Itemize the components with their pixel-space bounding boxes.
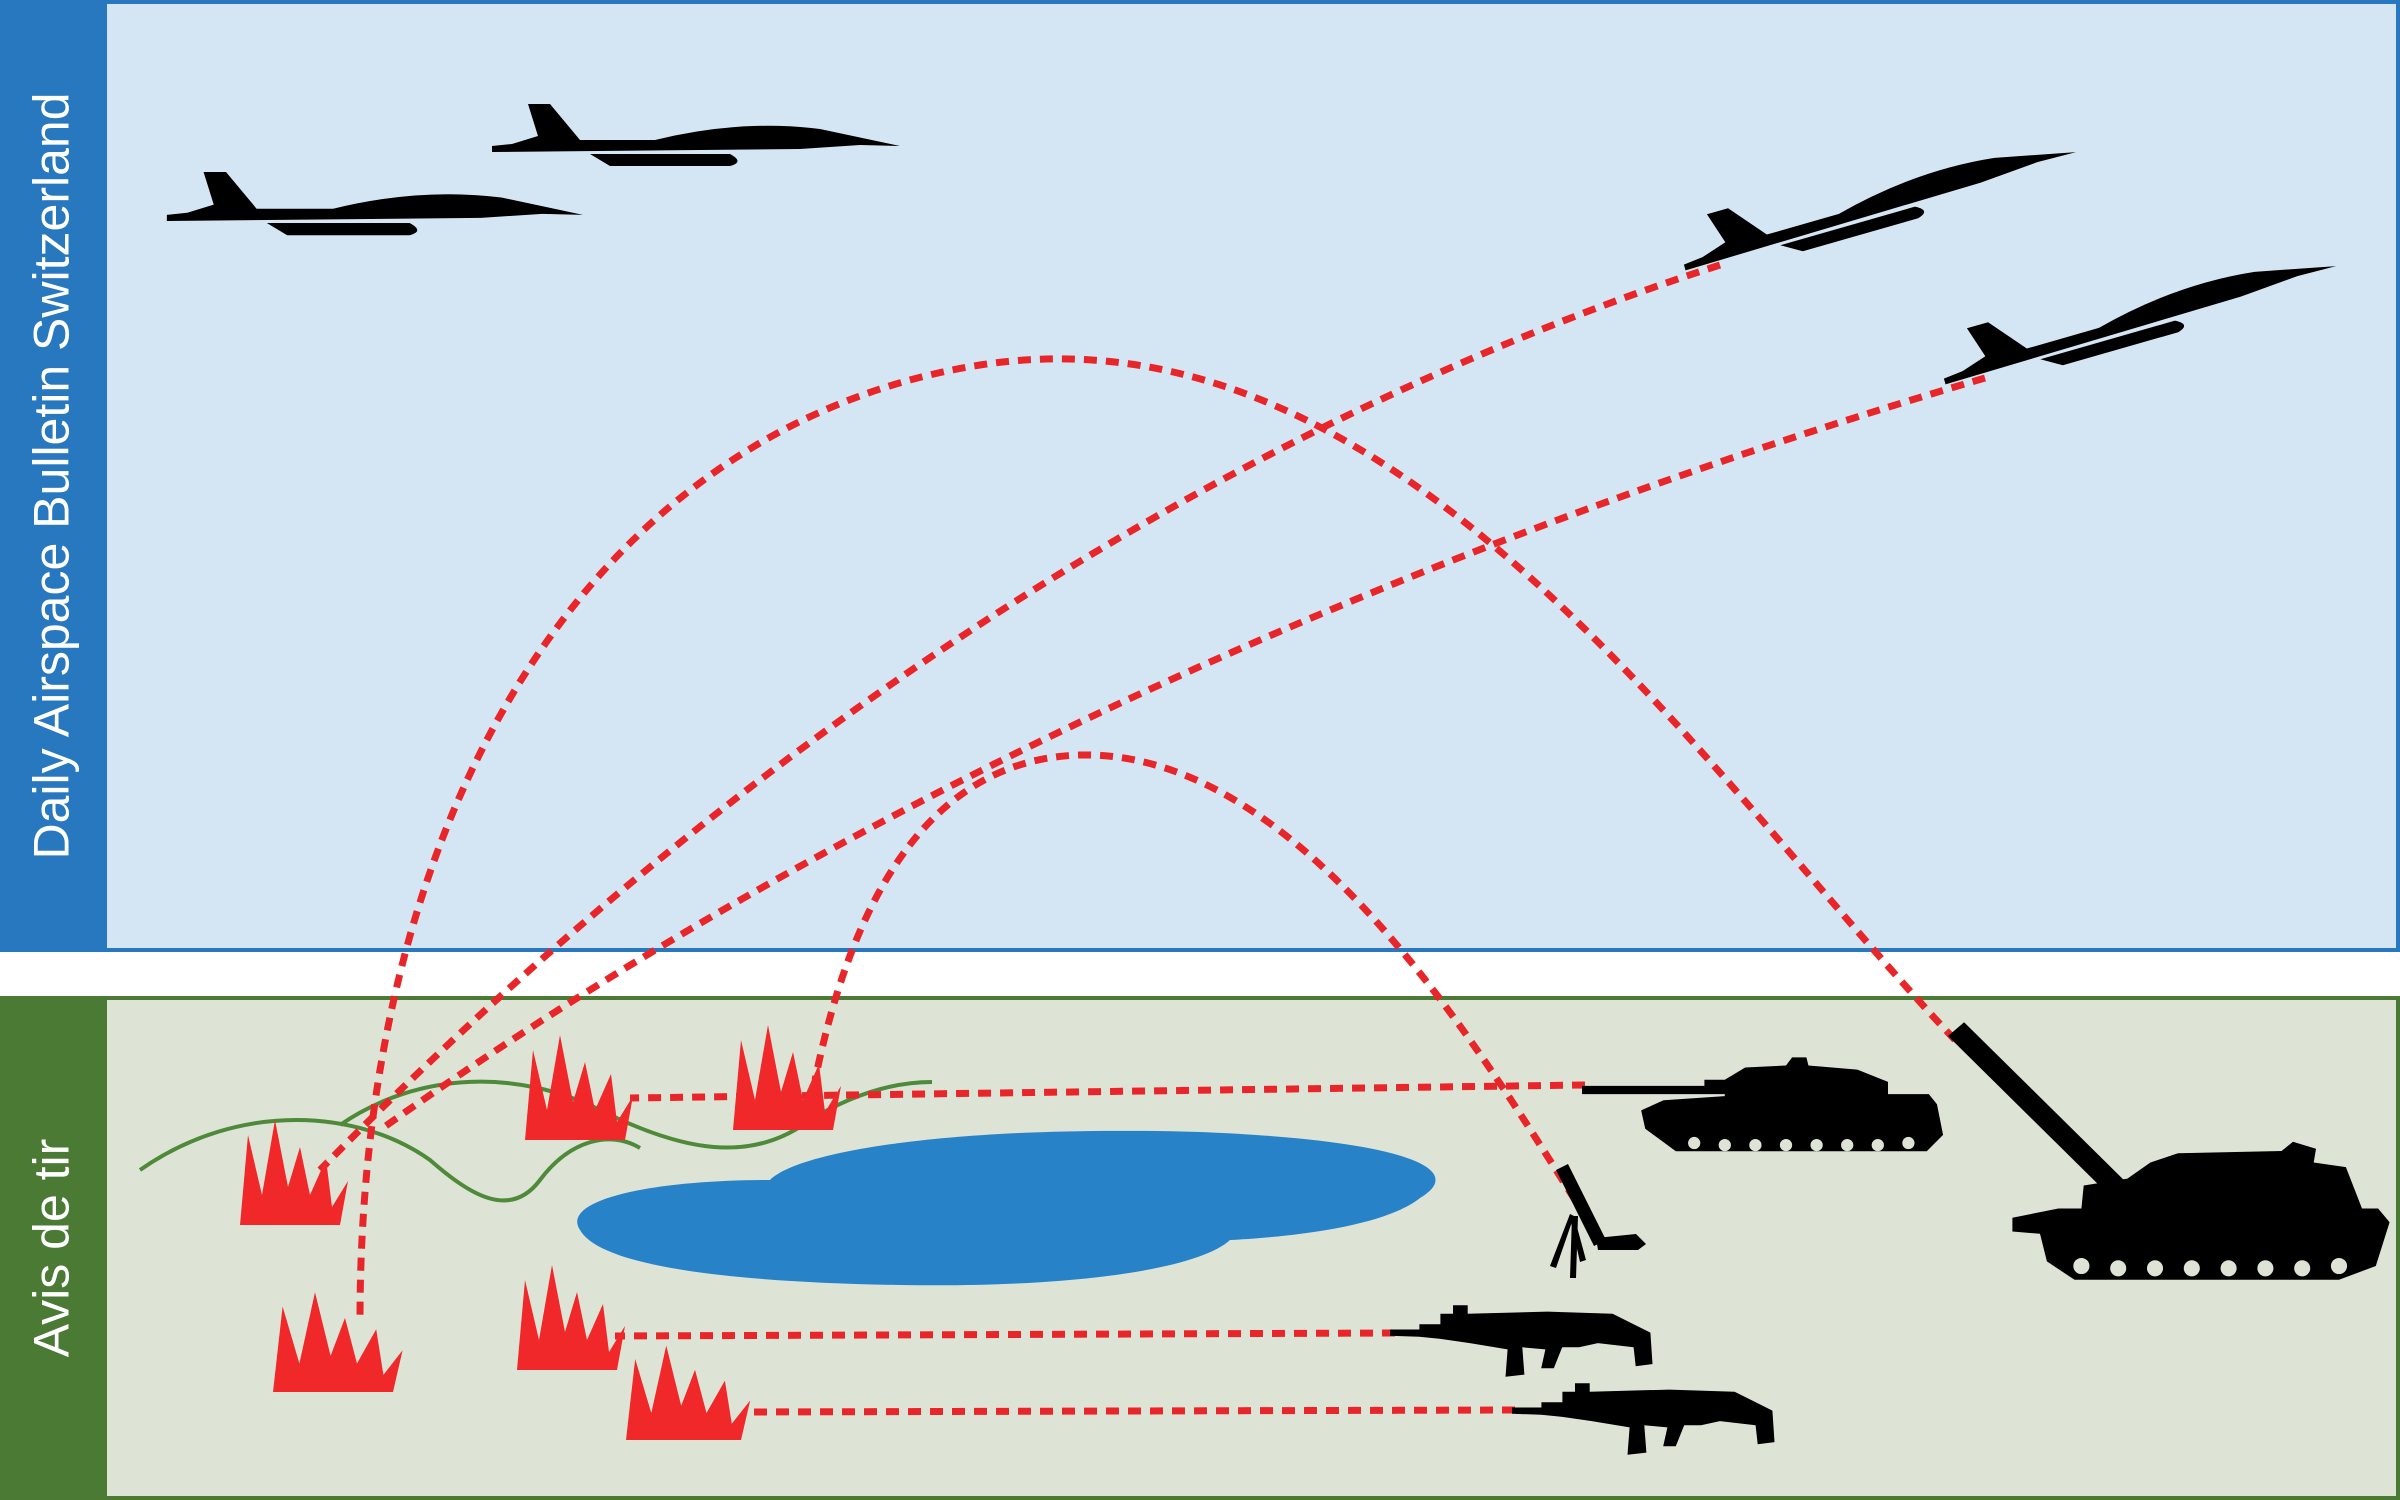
ridge-line-icon <box>338 1079 933 1150</box>
impact-burst-icon <box>517 1265 625 1370</box>
rifle-icon <box>1390 1305 1653 1377</box>
tank-icon <box>1582 1057 1944 1152</box>
rifle-icon <box>1512 1383 1775 1455</box>
aircraft <box>166 104 2342 398</box>
ground-label-band: Avis de tir <box>0 996 103 1500</box>
trajectory-rifle-fire-1 <box>614 1329 1396 1340</box>
fighter-jet-icon <box>166 172 583 236</box>
trajectory-rifle-fire-2 <box>744 1406 1516 1416</box>
lake-icon <box>577 1130 1436 1286</box>
fighter-jet-icon <box>1932 225 2342 398</box>
fighter-jet-icon <box>492 104 900 166</box>
impact-burst-icon <box>240 1120 348 1225</box>
impact-burst-icon <box>273 1292 403 1392</box>
trajectory-howitzer-high-arc <box>356 355 1958 1321</box>
airspace-label-band: Daily Airspace Bulletin Switzerland <box>0 0 103 952</box>
mortar-icon <box>1550 1164 1646 1278</box>
trajectory-mortar-arc <box>811 751 1578 1202</box>
trajectory-jet-strike-1 <box>317 261 1722 1173</box>
impact-burst-icon <box>525 1035 633 1140</box>
terrain <box>138 1079 1436 1286</box>
ridge-line-icon <box>138 1118 642 1203</box>
howitzer-icon <box>1948 1022 2390 1280</box>
fighter-jet-icon <box>1672 111 2082 284</box>
impact-burst-icon <box>626 1345 751 1440</box>
trajectory-jet-strike-2 <box>377 374 1986 1133</box>
